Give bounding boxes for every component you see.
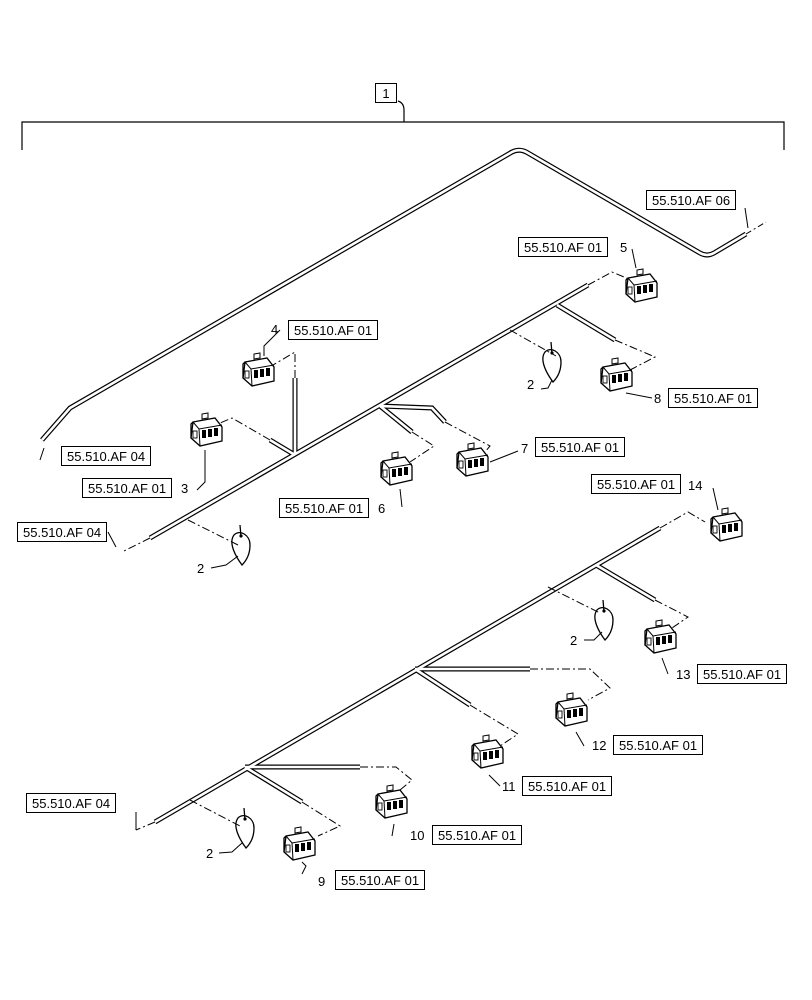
item-number-6: 6 — [378, 501, 386, 516]
item-number-box: 1 — [375, 83, 397, 103]
cable-tie-icon — [594, 599, 614, 641]
reference-af01[interactable]: 55.510.AF 01 — [335, 870, 426, 890]
item-number-2: 2 — [570, 633, 578, 648]
connector-13-icon — [644, 619, 677, 654]
cable-tie-icon — [542, 341, 562, 383]
reference-af01[interactable]: 55.510.AF 01 — [522, 776, 613, 796]
connector-14-icon — [710, 507, 743, 542]
reference-af01[interactable]: 55.510.AF 01 — [82, 478, 173, 498]
middle-harness — [121, 271, 657, 553]
connector-7-icon — [456, 442, 489, 477]
item-number-14: 14 — [688, 478, 703, 493]
leader-lines — [39, 207, 749, 875]
connector-6-icon — [380, 451, 413, 486]
connector-8-icon — [600, 357, 633, 392]
reference-af01[interactable]: 55.510.AF 01 — [432, 825, 523, 845]
cable-ties — [231, 341, 614, 849]
item-number-4: 4 — [271, 322, 279, 337]
reference-af01[interactable]: 55.510.AF 01 — [668, 388, 759, 408]
item-number-8: 8 — [654, 391, 662, 406]
reference-af01[interactable]: 55.510.AF 01 — [535, 437, 626, 457]
connector-4-icon — [242, 352, 275, 387]
item-number-12: 12 — [592, 738, 607, 753]
reference-af04[interactable]: 55.510.AF 04 — [26, 793, 117, 813]
item-number-5: 5 — [620, 240, 628, 255]
reference-af01[interactable]: 55.510.AF 01 — [279, 498, 370, 518]
connector-12-icon — [555, 692, 588, 727]
connector-10-icon — [375, 784, 408, 819]
reference-af01[interactable]: 55.510.AF 01 — [288, 320, 379, 340]
item-number-10: 10 — [410, 828, 425, 843]
reference-af01[interactable]: 55.510.AF 01 — [518, 237, 609, 257]
item-number-2: 2 — [527, 377, 535, 392]
connector-3-icon — [190, 412, 223, 447]
item-number-2: 2 — [197, 561, 205, 576]
item-number-11: 11 — [502, 779, 516, 794]
reference-af01[interactable]: 55.510.AF 01 — [613, 735, 704, 755]
connector-9-icon — [283, 826, 316, 861]
reference-af01[interactable]: 55.510.AF 01 — [591, 474, 682, 494]
cable-tie-icon — [235, 807, 255, 849]
connector-11-icon — [471, 734, 504, 769]
item-number-2: 2 — [206, 846, 214, 861]
long-harness-af06 — [40, 147, 767, 442]
item-number-3: 3 — [181, 481, 189, 496]
connector-5-icon — [625, 268, 658, 303]
reference-af06[interactable]: 55.510.AF 06 — [646, 190, 737, 210]
bottom-harness — [135, 511, 706, 837]
reference-af04[interactable]: 55.510.AF 04 — [17, 522, 108, 542]
item-number-13: 13 — [676, 667, 691, 682]
reference-af01[interactable]: 55.510.AF 01 — [697, 664, 788, 684]
item-number-9: 9 — [318, 874, 326, 889]
assembly-bracket — [21, 100, 785, 150]
item-number-7: 7 — [521, 441, 529, 456]
reference-af04[interactable]: 55.510.AF 04 — [61, 446, 152, 466]
